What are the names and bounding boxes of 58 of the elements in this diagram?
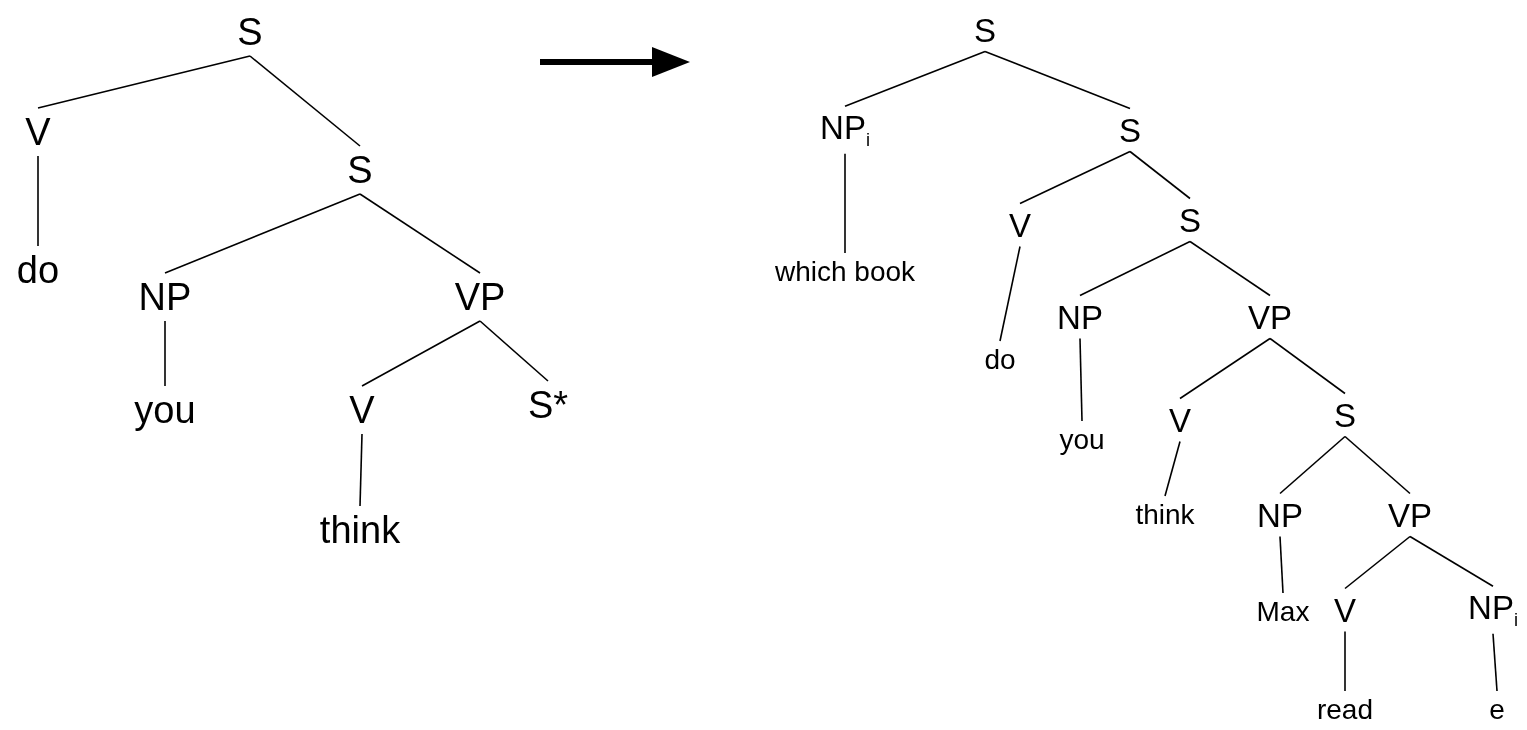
tree-branch-line: [844, 50, 986, 108]
tree-branch-line: [361, 320, 481, 387]
tree-node-label: think: [316, 506, 404, 554]
tree-branch-line: [1409, 535, 1494, 588]
tree-branch-line: [844, 152, 846, 254]
tree-node-label: S: [1176, 198, 1204, 242]
tree-branch-line: [1079, 337, 1083, 422]
tree-node-label: S: [344, 146, 376, 194]
tree-node-label: think: [1132, 496, 1198, 534]
tree-node-label: Max: [1253, 593, 1313, 631]
tree-node-label: S: [971, 8, 999, 52]
tree-node-label: VP: [1245, 295, 1295, 339]
tree-branch-line: [1344, 535, 1411, 590]
tree-branch-line: [1344, 435, 1411, 495]
tree-node-label: VP: [1385, 493, 1435, 537]
tree-branch-line: [999, 245, 1021, 342]
tree-branch-line: [1179, 337, 1271, 400]
tree-node-label: S: [1116, 108, 1144, 152]
tree-branch-line: [479, 320, 549, 382]
tree-branch-line: [1079, 240, 1191, 297]
tree-node-label: e: [1486, 691, 1508, 729]
tree-branch-line: [1269, 337, 1346, 395]
tree-branch-line: [1344, 630, 1346, 692]
tree-node-label: do: [981, 341, 1019, 379]
tree-node-label: NP: [1054, 295, 1106, 339]
tree-node-label: NP$_{i}$: [1465, 586, 1521, 634]
tree-branch-line: [1279, 435, 1346, 495]
tree-branch-line: [249, 55, 361, 147]
tree-node-label: do: [13, 246, 63, 294]
tree-branch-line: [1492, 632, 1498, 692]
tree-branch-line: [1189, 240, 1271, 297]
tree-node-label: V: [1006, 203, 1034, 247]
tree-node-label: V: [346, 386, 378, 434]
tree-node-label: S: [234, 8, 266, 56]
tree-node-label: which book: [771, 253, 919, 291]
tree-branch-line: [1129, 150, 1191, 200]
tree-node-label: read: [1314, 691, 1376, 729]
tree-node-label: NP: [135, 273, 195, 321]
tree-node-label: V: [1331, 588, 1359, 632]
tree-branch-line: [1164, 440, 1181, 497]
tree-node-label: V: [22, 108, 54, 156]
tree-node-label: you: [1056, 421, 1108, 459]
tree-node-label: NP$_{i}$: [817, 106, 873, 154]
tree-branch-line: [1019, 150, 1131, 205]
tree-branch-line: [37, 55, 251, 109]
tree-node-label: S: [1331, 393, 1359, 437]
tree-branch-line: [164, 320, 166, 387]
tree-branch-line: [37, 155, 39, 247]
tree-node-label: V: [1166, 398, 1194, 442]
tree-branch-line: [359, 433, 363, 507]
tree-branch-line: [1279, 535, 1284, 594]
tree-branch-line: [359, 193, 481, 274]
tree-node-label: S*: [524, 381, 572, 429]
tree-branch-line: [984, 50, 1131, 110]
tree-branch-line: [164, 193, 361, 274]
tree-node-label: VP: [451, 273, 509, 321]
tree-node-label: NP: [1254, 493, 1306, 537]
tree-node-label: you: [131, 386, 199, 434]
